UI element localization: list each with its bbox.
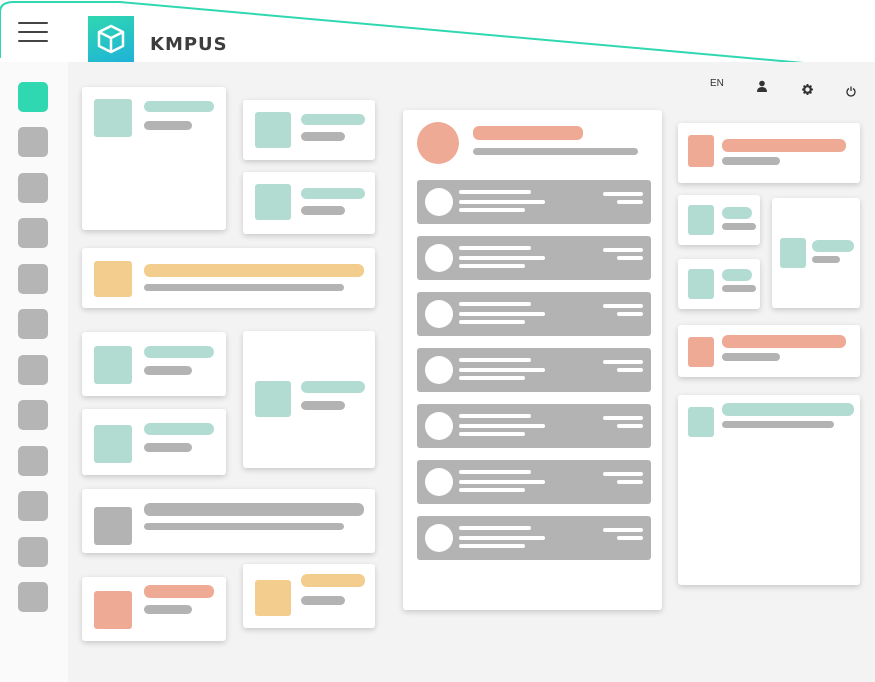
brand-logo[interactable] <box>88 16 134 62</box>
dashboard-main: EN <box>68 62 875 682</box>
sidebar-item-3[interactable] <box>18 173 48 203</box>
sidebar-item-4[interactable] <box>18 218 48 248</box>
list-item[interactable] <box>417 348 651 392</box>
widget-card[interactable] <box>82 332 226 396</box>
widget-card[interactable] <box>82 87 226 230</box>
sidebar-item-2[interactable] <box>18 127 48 157</box>
list-item[interactable] <box>417 180 651 224</box>
widget-card-wide[interactable] <box>82 489 375 553</box>
widget-card[interactable] <box>243 172 375 234</box>
sidebar-item-12[interactable] <box>18 582 48 612</box>
avatar <box>417 122 459 164</box>
language-switch[interactable]: EN <box>710 78 724 89</box>
widget-card[interactable] <box>243 564 375 628</box>
list-item[interactable] <box>417 292 651 336</box>
list-item[interactable] <box>417 236 651 280</box>
sidebar-item-5[interactable] <box>18 264 48 294</box>
widget-card[interactable] <box>243 100 375 160</box>
widget-card[interactable] <box>678 325 860 377</box>
brand-name: KMPUS <box>150 34 228 55</box>
widget-card[interactable] <box>678 195 760 245</box>
sidebar-item-6[interactable] <box>18 309 48 339</box>
widget-card[interactable] <box>243 331 375 468</box>
sidebar <box>0 62 69 682</box>
widget-card[interactable] <box>82 577 226 641</box>
activity-list-panel <box>403 110 662 610</box>
widget-card-wide[interactable] <box>82 248 375 308</box>
widget-card[interactable] <box>82 409 226 475</box>
sidebar-item-9[interactable] <box>18 446 48 476</box>
sidebar-item-1[interactable] <box>18 82 48 112</box>
sidebar-item-7[interactable] <box>18 355 48 385</box>
gear-icon[interactable] <box>802 84 813 95</box>
list-item[interactable] <box>417 516 651 560</box>
sidebar-item-8[interactable] <box>18 400 48 430</box>
list-item[interactable] <box>417 460 651 504</box>
cube-icon <box>97 24 125 54</box>
power-icon[interactable] <box>846 86 856 97</box>
widget-card-tall[interactable] <box>678 395 860 585</box>
list-item[interactable] <box>417 404 651 448</box>
user-icon[interactable] <box>757 80 767 92</box>
sidebar-item-11[interactable] <box>18 537 48 567</box>
top-bar: KMPUS <box>0 0 875 77</box>
widget-card[interactable] <box>772 198 860 308</box>
hamburger-menu-icon[interactable] <box>18 20 48 44</box>
sidebar-item-10[interactable] <box>18 491 48 521</box>
widget-card[interactable] <box>678 123 860 183</box>
widget-card[interactable] <box>678 259 760 309</box>
